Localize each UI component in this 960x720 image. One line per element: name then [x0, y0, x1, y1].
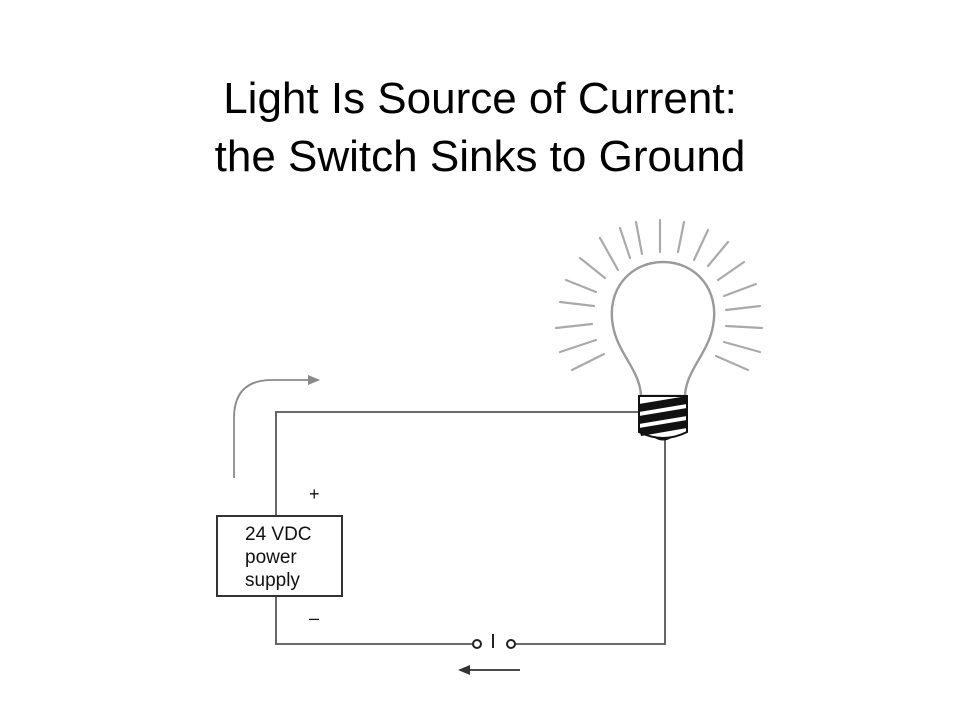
current-flow-arrow-icon — [233, 375, 320, 478]
power-supply-label-line-1: 24 VDC — [245, 524, 312, 545]
circuit-wires — [275, 411, 666, 645]
bulb-glass — [610, 260, 716, 398]
power-supply: 24 VDC power supply + – — [216, 484, 343, 628]
positive-terminal-label: + — [309, 484, 320, 504]
power-supply-box — [216, 515, 343, 597]
wire-bulb-to-switch — [513, 440, 666, 645]
light-rays — [554, 218, 764, 372]
title-line-1: Light Is Source of Current: — [223, 74, 737, 123]
wire-positive — [275, 411, 640, 516]
negative-terminal-label: – — [309, 608, 319, 628]
bulb-base — [638, 395, 688, 441]
power-supply-label-line-3: supply — [245, 570, 300, 591]
page-title: Light Is Source of Current: the Switch S… — [0, 70, 960, 186]
power-supply-label-line-2: power — [245, 547, 297, 568]
wire-switch-to-negative — [275, 596, 473, 645]
switch-contact-icon — [472, 634, 516, 649]
light-bulb-icon — [554, 218, 764, 441]
title-line-2: the Switch Sinks to Ground — [214, 132, 746, 181]
